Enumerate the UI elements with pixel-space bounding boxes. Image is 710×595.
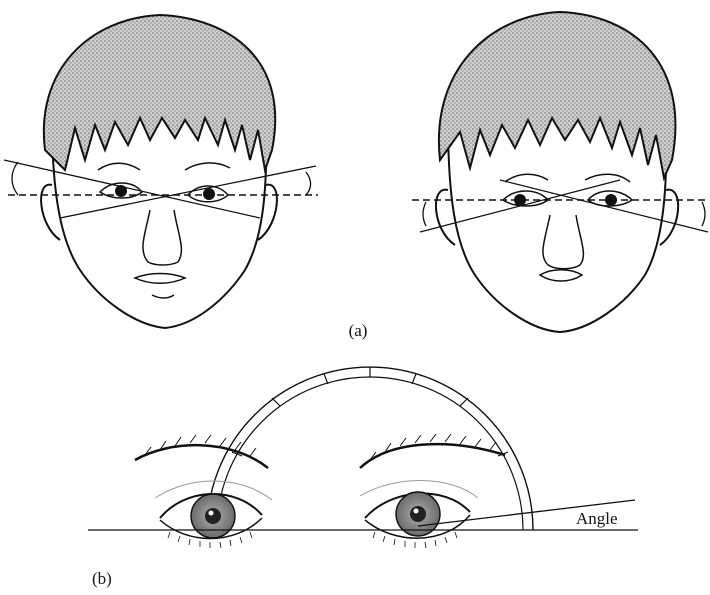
- eyebrow-right: [360, 444, 505, 468]
- panel-a-label: (a): [349, 321, 368, 340]
- panel-b-diagram: [88, 367, 638, 548]
- right-face: [412, 12, 708, 332]
- left-angle-arc-right: [306, 172, 311, 195]
- panel-b-label: (b): [92, 569, 112, 588]
- right-pupil: [410, 506, 426, 522]
- left-face: [4, 15, 318, 328]
- right-angle-arc: [423, 202, 426, 226]
- eyebrow-left: [135, 445, 268, 468]
- protractor-inner-arc: [217, 377, 523, 530]
- left-pupil: [205, 508, 221, 524]
- angle-label: Angle: [576, 509, 618, 528]
- right-angle-arc-right: [702, 202, 705, 226]
- left-angle-arc: [12, 162, 18, 195]
